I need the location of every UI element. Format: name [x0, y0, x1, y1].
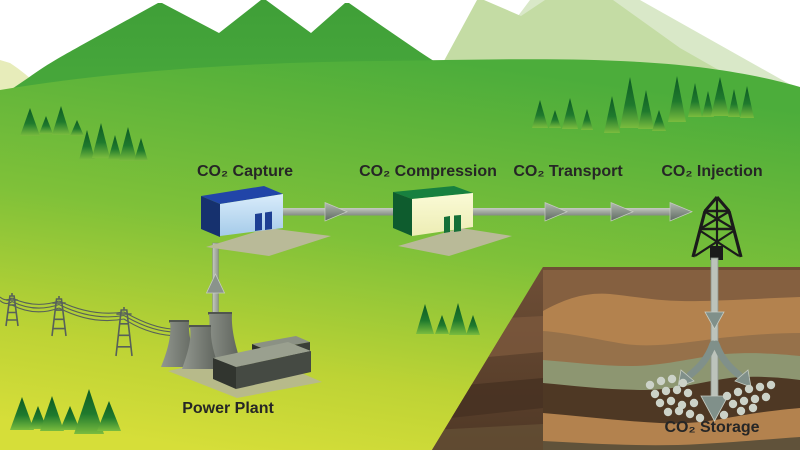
- label-power-plant: Power Plant: [182, 400, 274, 417]
- co2-bubbles: [645, 374, 776, 423]
- tree-icon: [728, 89, 740, 117]
- tree-icon: [79, 130, 95, 160]
- co2-bubble-icon: [750, 394, 760, 404]
- tree-icon: [435, 315, 449, 334]
- capture-building-icon: [201, 186, 331, 256]
- co2-bubble-icon: [656, 376, 666, 386]
- label-co2-compression: CO₂ Compression: [359, 163, 497, 180]
- co2-bubble-icon: [650, 389, 660, 399]
- far-left-hill: [0, 60, 36, 98]
- co2-bubble-icon: [667, 374, 677, 384]
- tree-icon: [638, 90, 654, 129]
- tree-icon: [711, 77, 729, 116]
- down-arrow-icon: [700, 395, 729, 422]
- tree-icon: [20, 108, 40, 136]
- tree-icon: [40, 396, 64, 431]
- tree-icon: [97, 401, 121, 431]
- plant-buildings: [213, 336, 311, 389]
- tree-icon: [108, 135, 122, 160]
- tree-icon: [688, 83, 702, 117]
- label-co2-capture: CO₂ Capture: [196, 163, 294, 180]
- label-co2-injection: CO₂ Injection: [661, 163, 763, 180]
- tree-icon: [668, 76, 686, 122]
- co2-bubble-icon: [663, 407, 673, 417]
- up-arrow-icon: [205, 273, 226, 294]
- co2-bubble-icon: [761, 392, 771, 402]
- tree-icon: [466, 315, 480, 335]
- tree-icon: [416, 304, 434, 334]
- co2-bubble-icon: [678, 378, 688, 388]
- co2-bubble-icon: [689, 398, 699, 408]
- flow-arrow-icon: [324, 201, 348, 222]
- injection-well: [645, 257, 776, 423]
- power-plant-icon: [161, 242, 322, 398]
- co2-bubble-icon: [666, 396, 676, 406]
- co2-bubble-icon: [766, 380, 776, 390]
- compression-building-icon: [393, 186, 512, 256]
- label-co2-storage: CO₂ Storage: [664, 419, 760, 436]
- co2-bubble-icon: [736, 406, 746, 416]
- co2-bubble-icon: [719, 410, 729, 420]
- co2-bubble-icon: [645, 380, 655, 390]
- co2-bubble-icon: [748, 403, 758, 413]
- cooling-towers: [161, 312, 242, 369]
- tree-icon: [562, 98, 578, 129]
- tree-clusters: [10, 76, 754, 434]
- tree-icon: [74, 389, 104, 434]
- co2-bubble-icon: [685, 409, 695, 419]
- spread-arrows: [686, 340, 743, 379]
- tree-icon: [52, 106, 70, 135]
- tree-icon: [740, 86, 754, 118]
- flow-arrow-icon: [669, 201, 693, 222]
- co2-bubble-icon: [674, 406, 684, 416]
- building-shadow: [398, 228, 512, 256]
- down-right-arrow-icon: [734, 369, 752, 388]
- co2-bubble-icon: [744, 384, 754, 394]
- building-shadow: [206, 228, 331, 256]
- co2-bubble-icon: [683, 388, 693, 398]
- tree-icon: [532, 100, 548, 128]
- tree-icon: [60, 406, 80, 430]
- tree-icon: [92, 123, 110, 158]
- tree-icon: [70, 120, 84, 136]
- co2-bubble-icon: [672, 385, 682, 395]
- co2-bubble-icon: [722, 391, 732, 401]
- tree-icon: [10, 397, 34, 430]
- tree-icon: [620, 77, 640, 128]
- underground-cutaway: [432, 267, 800, 450]
- co2-bubble-icon: [733, 387, 743, 397]
- tree-icon: [581, 109, 593, 130]
- co2-bubble-icon: [695, 413, 705, 423]
- tree-icon: [702, 91, 714, 117]
- pylon-icon: [51, 296, 67, 337]
- tree-icon: [604, 96, 620, 133]
- tree-icon: [119, 127, 137, 161]
- pylon-icon: [5, 293, 19, 327]
- co2-bubble-icon: [728, 399, 738, 409]
- co2-bubble-icon: [655, 398, 665, 408]
- tree-icon: [134, 138, 148, 161]
- tree-icon: [652, 110, 666, 131]
- co2-bubble-icon: [661, 386, 671, 396]
- derrick-icon: [691, 196, 743, 260]
- flow-arrow-icon: [544, 201, 568, 222]
- pipeline-icon: [272, 201, 693, 222]
- tree-icon: [449, 303, 467, 335]
- label-co2-transport: CO₂ Transport: [513, 163, 623, 180]
- pylon-icon: [115, 307, 133, 357]
- tree-icon: [29, 406, 47, 429]
- co2-bubble-icon: [739, 396, 749, 406]
- co2-bubble-icon: [755, 382, 765, 392]
- tree-icon: [39, 116, 53, 134]
- flow-arrow-icon: [610, 201, 634, 222]
- down-arrow-icon: [704, 311, 725, 330]
- tree-icon: [549, 110, 561, 128]
- transmission-towers: [5, 293, 133, 357]
